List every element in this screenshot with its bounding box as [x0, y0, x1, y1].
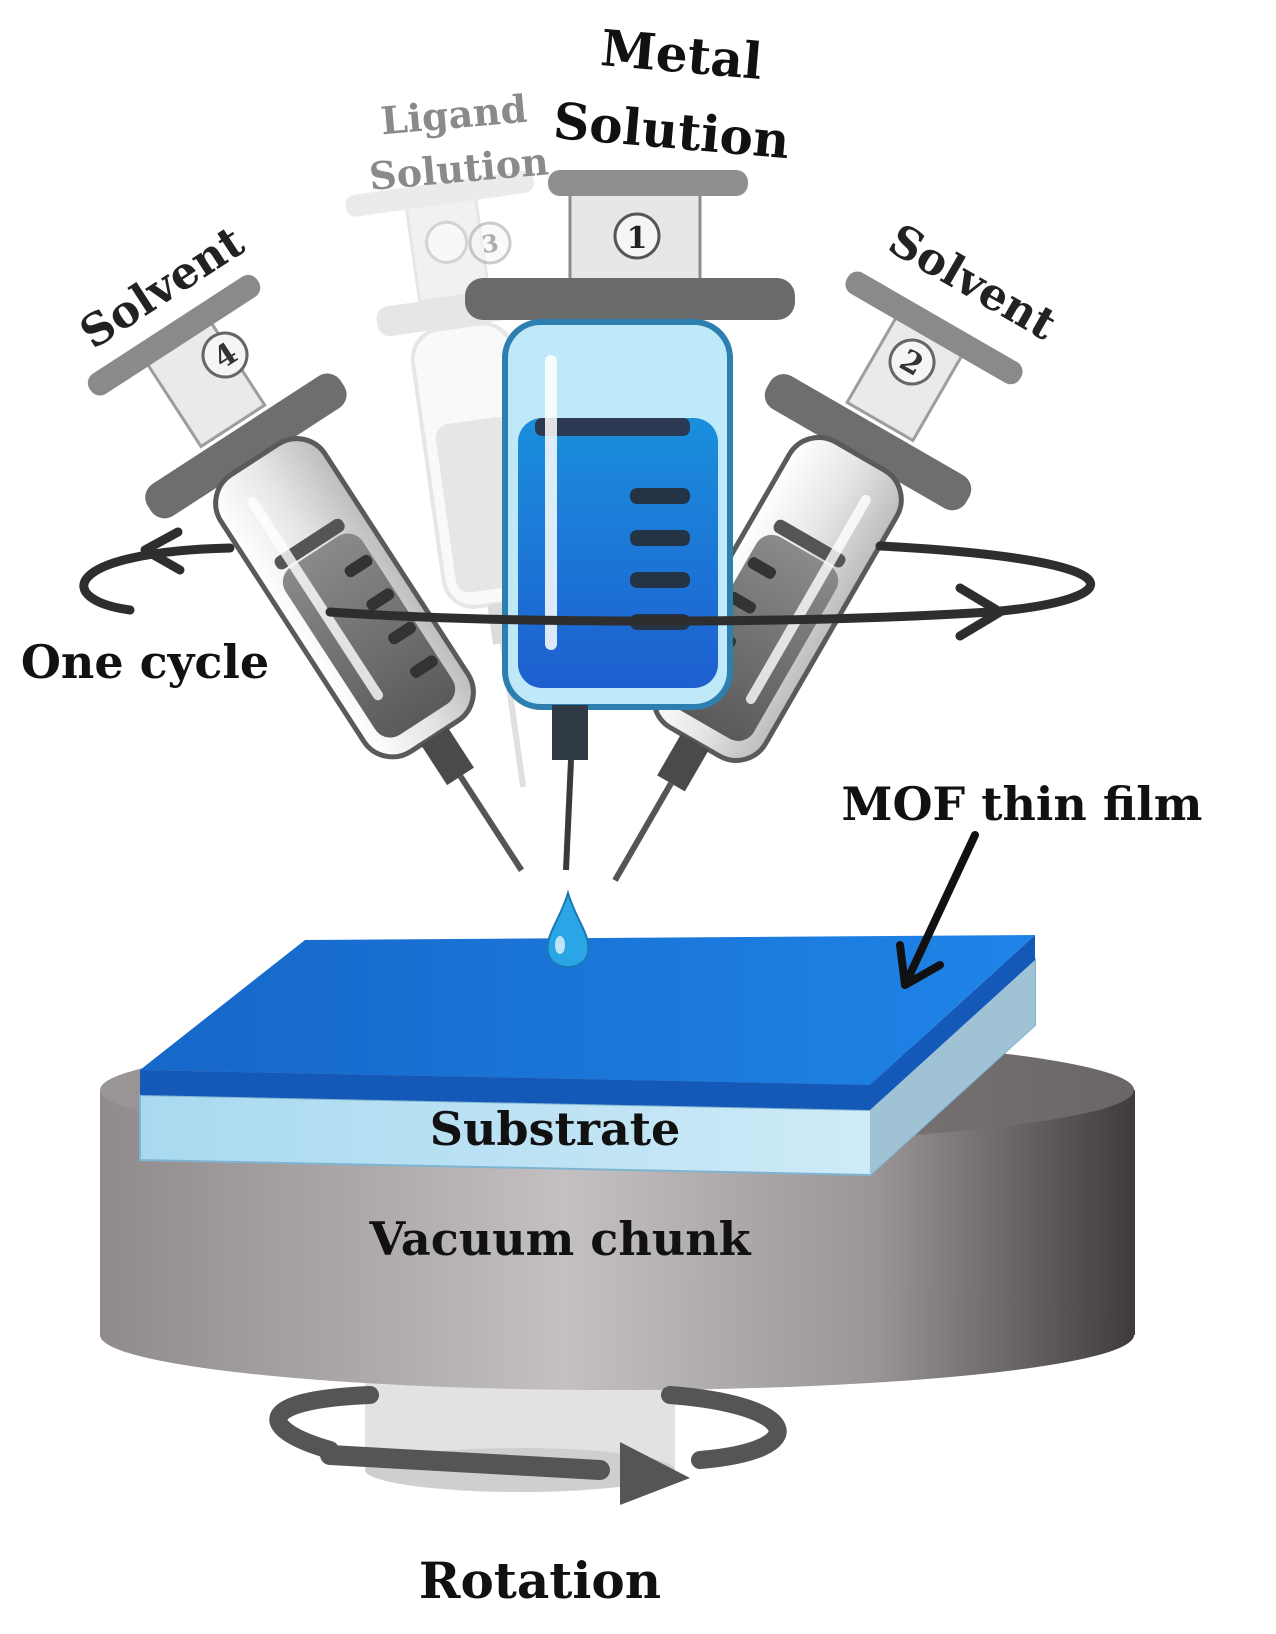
cycle-arrow-icon [79, 527, 1095, 641]
metal-label-line2: Solution [551, 91, 792, 170]
ligand-label-line1: Ligand [379, 86, 529, 144]
rotation-arrow-icon [269, 1386, 787, 1505]
vacuum-chunk-label: Vacuum chunk [368, 1212, 751, 1266]
one-cycle-label: One cycle [21, 635, 269, 689]
syringe-1-number: 1 [627, 221, 648, 256]
syringe-3-number: 3 [480, 228, 501, 259]
mof-film-label: MOF thin film [842, 777, 1203, 831]
substrate-stack [139, 935, 1036, 1177]
rotation-label: Rotation [419, 1551, 661, 1610]
syringe-1-metal [465, 170, 795, 871]
metal-label-line1: Metal [598, 18, 764, 91]
mof-film-surface [140, 935, 1035, 1085]
pointer-arrow-icon [896, 831, 979, 989]
substrate-label: Substrate [430, 1102, 681, 1156]
syringe-number-badges: 1 2 3 4 [201, 221, 936, 386]
droplet-icon [546, 889, 590, 968]
syringe-4-solvent [87, 274, 525, 872]
